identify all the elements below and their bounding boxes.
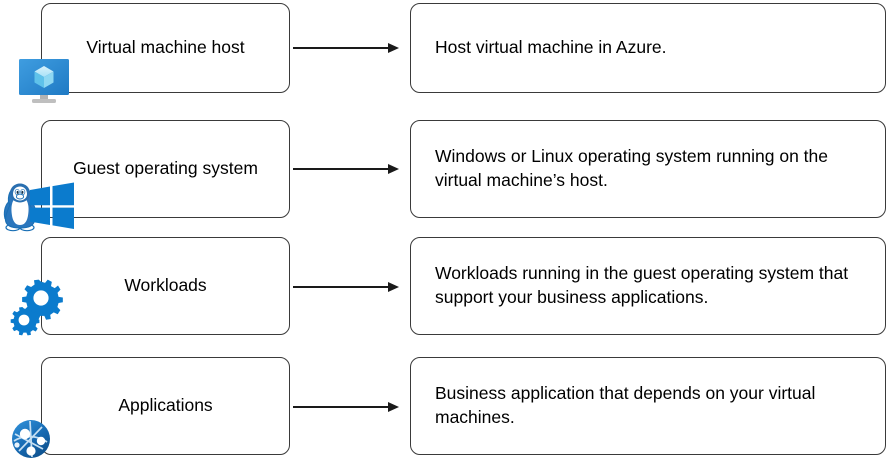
arrow-workloads (293, 281, 401, 293)
description-box-guest-operating-system[interactable]: Windows or Linux operating system runnin… (410, 120, 886, 218)
term-box-applications[interactable]: Applications (41, 357, 290, 455)
gear-small-icon (10, 307, 40, 336)
tux-penguin-icon (3, 183, 37, 232)
diagram-row-workloads: Workloads Workloads running in the guest… (8, 237, 886, 338)
arrow-shaft (293, 286, 389, 288)
term-box-workloads[interactable]: Workloads (41, 237, 290, 335)
description-box-workloads[interactable]: Workloads running in the guest operating… (410, 237, 886, 335)
term-box-guest-operating-system[interactable]: Guest operating system (41, 120, 290, 218)
description-box-virtual-machine-host[interactable]: Host virtual machine in Azure. (410, 3, 886, 93)
diagram-row-guest-operating-system: Guest operating system Windows or Linux … (0, 120, 886, 236)
description-label: Windows or Linux operating system runnin… (435, 146, 828, 190)
arrow-applications (293, 401, 401, 413)
gear-large-icon (22, 279, 63, 320)
term-label: Workloads (124, 275, 207, 296)
diagram-row-virtual-machine-host: Virtual machine host Host virtual machin… (0, 0, 894, 103)
windows-logo-icon (30, 182, 74, 229)
app-network-globe-icon (10, 418, 54, 461)
term-label: Applications (118, 395, 213, 416)
arrow-head (388, 42, 399, 53)
arrow-shaft (293, 406, 389, 408)
virtual-machine-monitor-icon (16, 57, 74, 105)
arrow-head (388, 281, 399, 292)
arrow-virtual-machine-host (293, 42, 401, 54)
linux-windows-os-icon (0, 178, 76, 236)
description-box-applications[interactable]: Business application that depends on you… (410, 357, 886, 455)
arrow-shaft (293, 168, 389, 170)
arrow-shaft (293, 47, 389, 49)
arrow-head (388, 401, 399, 412)
description-label: Business application that depends on you… (435, 383, 816, 427)
arrow-guest-operating-system (293, 163, 401, 175)
arrow-head (388, 163, 399, 174)
description-label: Workloads running in the guest operating… (435, 263, 849, 307)
term-label: Guest operating system (73, 158, 258, 179)
description-label: Host virtual machine in Azure. (435, 37, 667, 58)
gears-icon (8, 272, 66, 338)
term-box-virtual-machine-host[interactable]: Virtual machine host (41, 3, 290, 93)
term-label: Virtual machine host (86, 37, 245, 58)
